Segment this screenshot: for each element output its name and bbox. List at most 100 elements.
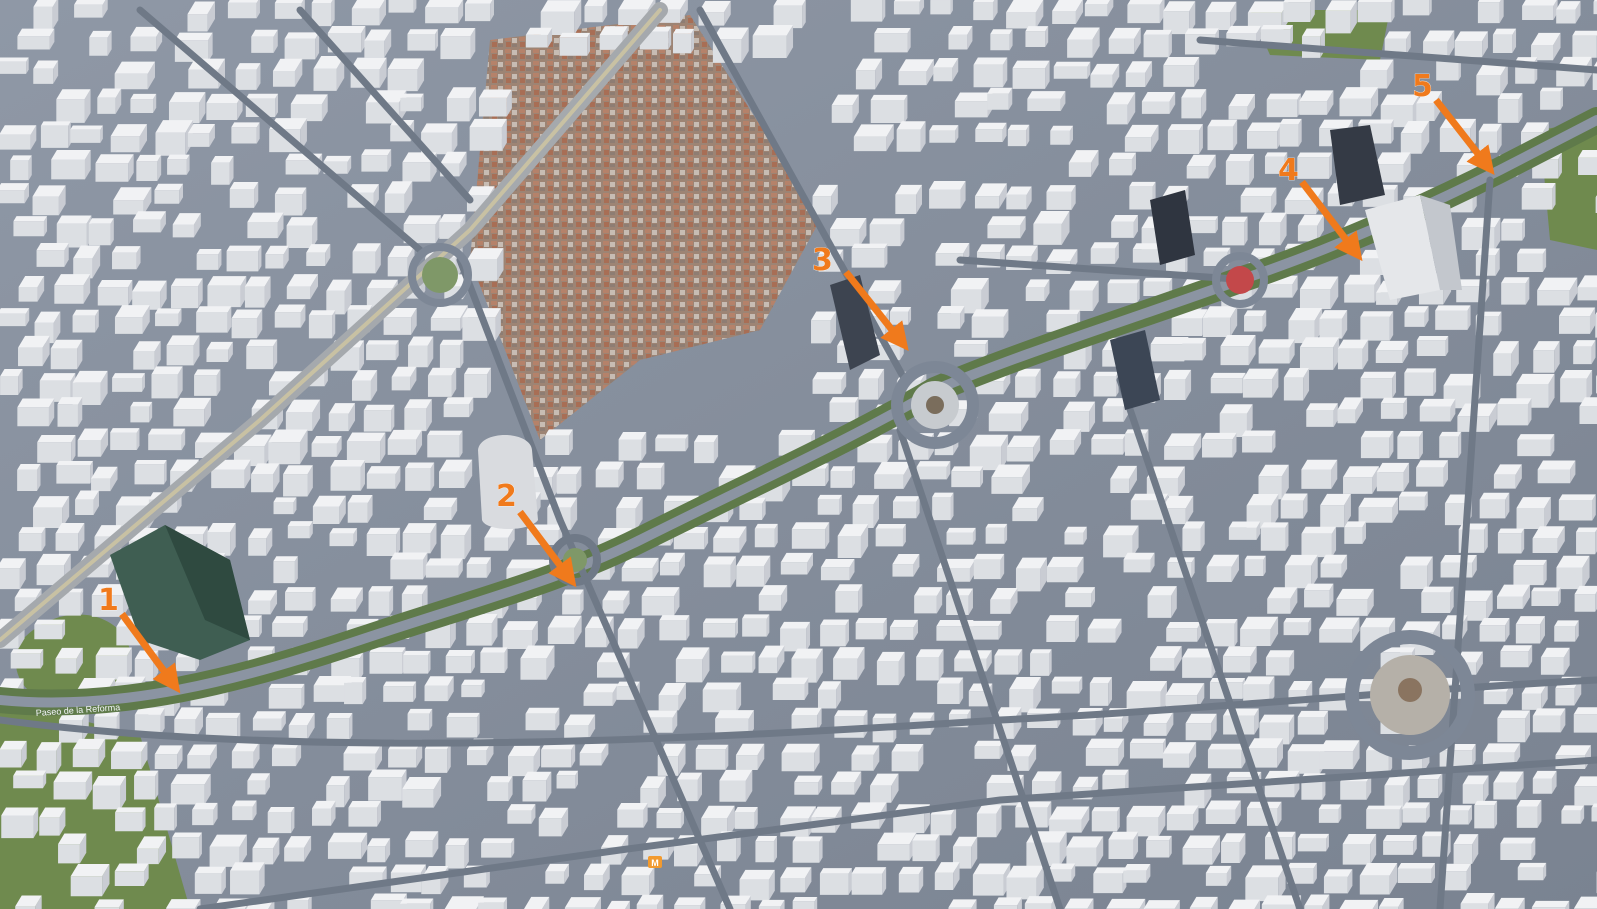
building-block xyxy=(1279,118,1302,125)
building-block xyxy=(1421,592,1451,613)
building-block xyxy=(1209,678,1246,683)
building-block xyxy=(1018,649,1023,675)
building-block xyxy=(1087,61,1091,79)
building-block xyxy=(1537,469,1571,484)
building-block xyxy=(1244,315,1263,332)
building-block xyxy=(1318,809,1339,823)
building-block xyxy=(154,341,161,370)
building-block xyxy=(1055,771,1062,800)
building-block xyxy=(579,753,602,766)
building-block xyxy=(273,463,280,493)
building-block xyxy=(1586,370,1593,403)
building-block xyxy=(1193,433,1202,460)
building-block xyxy=(946,532,973,545)
building-block xyxy=(852,466,855,488)
building-block xyxy=(1068,150,1099,163)
building-block xyxy=(76,647,83,674)
building-block xyxy=(469,397,474,418)
building-block xyxy=(1164,446,1194,460)
building-block xyxy=(584,0,607,7)
annotations: 1 2 3 4 5 xyxy=(98,69,1495,694)
building-block xyxy=(51,159,85,180)
building-block xyxy=(158,836,167,865)
building-block xyxy=(384,181,413,194)
building-block xyxy=(825,522,830,549)
building-block xyxy=(1127,0,1163,5)
building-block xyxy=(326,290,345,315)
building-block xyxy=(1202,439,1233,458)
building-block xyxy=(1012,68,1046,89)
building-block xyxy=(659,562,680,576)
building-block xyxy=(470,28,476,60)
building-block xyxy=(1338,804,1342,823)
building-block xyxy=(1012,60,1050,69)
building-block xyxy=(870,94,908,100)
building-block xyxy=(0,558,26,569)
building-block xyxy=(973,553,1005,560)
building-block xyxy=(281,711,286,731)
building-block xyxy=(1476,75,1501,96)
building-block xyxy=(0,190,25,204)
building-block xyxy=(311,443,337,457)
building-block xyxy=(900,218,905,247)
building-block xyxy=(311,0,333,3)
building-block xyxy=(19,558,26,590)
building-block xyxy=(387,149,392,172)
building-block xyxy=(1272,368,1279,398)
building-block xyxy=(326,718,350,741)
building-block xyxy=(1003,309,1009,338)
building-block xyxy=(407,713,430,731)
building-block xyxy=(1532,778,1552,794)
building-block xyxy=(495,308,501,341)
building-block xyxy=(1118,738,1125,766)
building-block xyxy=(430,523,437,554)
building-block xyxy=(1184,785,1205,809)
building-block xyxy=(1259,714,1295,723)
building-block xyxy=(327,832,368,843)
building-block xyxy=(395,340,399,361)
building-block xyxy=(312,495,346,507)
building-block xyxy=(1226,865,1232,886)
building-block xyxy=(1416,91,1442,104)
building-block xyxy=(1210,372,1246,379)
building-block xyxy=(299,429,308,465)
building-block xyxy=(387,439,417,455)
building-block xyxy=(460,339,464,368)
building-block xyxy=(1419,431,1423,459)
building-block xyxy=(1006,245,1038,256)
building-block xyxy=(36,553,71,565)
building-block xyxy=(199,832,202,859)
building-block xyxy=(307,465,313,497)
building-block xyxy=(1205,618,1238,624)
building-block xyxy=(405,462,435,469)
building-block xyxy=(400,903,431,909)
building-block xyxy=(1090,242,1119,249)
building-block xyxy=(1402,0,1430,16)
building-block xyxy=(1015,568,1041,592)
building-block xyxy=(946,461,951,480)
building-block xyxy=(791,648,823,659)
building-block xyxy=(0,568,20,590)
building-block xyxy=(736,682,742,713)
building-block xyxy=(1003,369,1011,395)
building-block xyxy=(1443,460,1449,487)
building-block xyxy=(119,899,124,909)
building-block xyxy=(244,459,251,489)
building-block xyxy=(617,802,648,810)
building-block xyxy=(506,559,545,569)
building-block xyxy=(851,745,880,755)
building-block xyxy=(1339,899,1379,909)
building-block xyxy=(559,37,588,56)
building-block xyxy=(852,504,874,529)
building-block xyxy=(1248,738,1283,749)
building-block xyxy=(287,526,310,539)
building-block xyxy=(1453,834,1479,845)
building-block xyxy=(891,773,899,803)
building-block xyxy=(1397,436,1420,459)
building-block xyxy=(40,125,69,148)
building-block xyxy=(739,879,769,901)
building-block xyxy=(1333,403,1338,427)
building-block xyxy=(562,589,584,595)
building-block xyxy=(702,647,710,683)
building-block xyxy=(58,592,81,616)
